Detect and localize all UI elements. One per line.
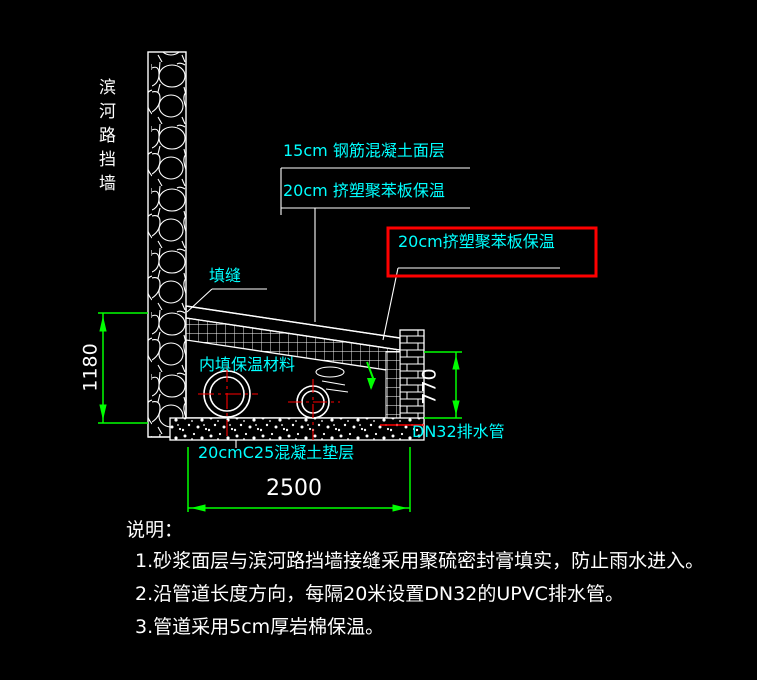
page-title: 滨河路挡墙 (95, 78, 115, 198)
dimension-width-bottom: 2500 (266, 476, 322, 501)
note-item-1: 1.砂浆面层与滨河路挡墙接缝采用聚硫密封膏填实，防止雨水进入。 (135, 550, 705, 572)
pipe-large (198, 366, 258, 440)
label-drain-pipe: DN32排水管 (412, 422, 505, 441)
leader-lines (186, 167, 560, 448)
dimension-height-left: 1180 (79, 343, 102, 392)
label-insulation-top: 20cm 挤塑聚苯板保温 (283, 181, 445, 200)
trench-structure (148, 305, 425, 441)
label-insulation-side: 20cm挤塑聚苯板保温 (398, 232, 555, 251)
drain-pipe-detail (315, 361, 424, 426)
label-inner-insulation: 内填保温材料 (199, 355, 296, 374)
notes-heading: 说明： (126, 519, 184, 541)
label-surface-layer: 15cm 钢筋混凝土面层 (283, 141, 445, 160)
retaining-wall-section (147, 51, 187, 438)
label-concrete-base: 20cmC25混凝土垫层 (198, 443, 355, 462)
dimension-lines (98, 312, 462, 512)
dimension-height-right: 770 (418, 368, 441, 405)
note-item-2: 2.沿管道长度方向，每隔20米设置DN32的UPVC排水管。 (135, 583, 624, 605)
highlight-box (386, 226, 598, 278)
note-item-3: 3.管道采用5cm厚岩棉保温。 (135, 616, 385, 638)
pipe-small (288, 379, 340, 440)
label-joint-filler: 填缝 (209, 266, 242, 285)
